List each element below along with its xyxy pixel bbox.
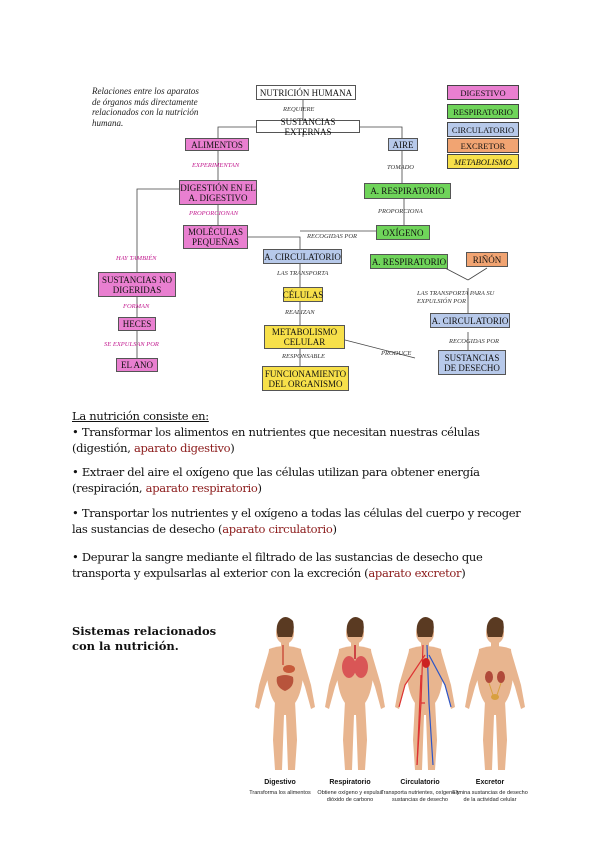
- label-forman: FORMAN: [123, 303, 149, 310]
- box-metabolismo: METABOLISMO CELULAR: [264, 325, 345, 349]
- legend-circulatorio: CIRCULATORIO: [447, 122, 519, 137]
- box-a-circulatorio: A. CIRCULATORIO: [263, 249, 342, 264]
- item4-highlight: aparato excretor: [368, 566, 461, 580]
- diagram-intro: Relaciones entre los aparatos de órganos…: [92, 86, 202, 128]
- item3-close: ): [333, 522, 337, 536]
- item-circulacion: • Transportar los nutrientes y el oxígen…: [72, 505, 532, 537]
- box-oxigeno: OXÍGENO: [376, 225, 430, 240]
- box-ano: EL ANO: [116, 358, 158, 372]
- box-sustancias-no-digeridas: SUSTANCIAS NO DIGERIDAS: [98, 272, 176, 297]
- box-funcionamiento: FUNCIONAMIENTO DEL ORGANISMO: [262, 366, 349, 391]
- box-moleculas: MOLÉCULAS PEQUEÑAS: [183, 225, 248, 249]
- figure-circulatorio: [395, 617, 455, 770]
- item1-close: ): [230, 441, 234, 455]
- box-a-respiratorio: A. RESPIRATORIO: [364, 183, 451, 199]
- figure-desc-respiratorio: Obtiene oxígeno y expulsa dióxido de car…: [310, 790, 390, 803]
- nutrition-heading: La nutrición consiste en:: [72, 408, 532, 424]
- box-nutricion-humana: NUTRICIÓN HUMANA: [256, 85, 356, 100]
- box-sustancias-desecho: SUSTANCIAS DE DESECHO: [438, 350, 506, 375]
- label-tomado: TOMADO: [387, 164, 414, 171]
- figure-label-circulatorio: Circulatorio: [380, 779, 460, 786]
- box-heces: HECES: [118, 317, 156, 331]
- item1-highlight: aparato digestivo: [134, 441, 230, 455]
- legend-metabolismo: METABOLISMO: [447, 154, 519, 169]
- box-alimentos: ALIMENTOS: [185, 138, 249, 151]
- human-figures-illustration: [250, 610, 530, 770]
- label-realizan: REALIZAN: [285, 309, 315, 316]
- label-proporcionan: PROPORCIONAN: [189, 210, 238, 217]
- box-rinon: RIÑÓN: [466, 252, 508, 267]
- figure-excretor: [465, 617, 525, 770]
- figure-desc-circulatorio: Transporta nutrientes, oxígeno y sustanc…: [380, 790, 460, 803]
- label-proporciona: PROPORCIONA: [378, 208, 423, 215]
- nutrition-heading-text: La nutrición consiste en:: [72, 409, 209, 423]
- label-responsable: RESPONSABLE: [282, 353, 325, 360]
- label-se-expulsan-por: SE EXPULSAN POR: [104, 341, 159, 348]
- legend-digestivo: DIGESTIVO: [447, 85, 519, 100]
- box-a-circulatorio-2: A. CIRCULATORIO: [430, 313, 510, 328]
- label-experimentan: EXPERIMENTAN: [192, 162, 239, 169]
- figure-label-digestivo: Digestivo: [240, 779, 320, 786]
- figure-label-excretor: Excretor: [450, 779, 530, 786]
- item4-close: ): [461, 566, 465, 580]
- box-a-respiratorio-2: A. RESPIRATORIO: [370, 254, 448, 269]
- item-digestion: • Transformar los alimentos en nutriente…: [72, 424, 532, 456]
- label-las-transporta: LAS TRANSPORTA: [277, 270, 328, 277]
- figure-desc-digestivo: Transforma los alimentos: [240, 790, 320, 797]
- label-produce: PRODUCE: [381, 350, 411, 357]
- label-requiere: REQUIERE: [283, 106, 314, 113]
- item2-text: • Extraer del aire el oxígeno que las cé…: [72, 465, 480, 495]
- label-recogidas-por: RECOGIDAS POR: [307, 233, 357, 240]
- box-celulas: CÉLULAS: [283, 287, 323, 302]
- box-aire: AIRE: [388, 138, 418, 151]
- legend-respiratorio: RESPIRATORIO: [447, 104, 519, 119]
- label-las-transporta-expulsion: LAS TRANSPORTA PARA SU EXPULSIÓN POR: [417, 290, 517, 306]
- figure-label-respiratorio: Respiratorio: [310, 779, 390, 786]
- label-recogidas-por-2: RECOGIDAS POR: [449, 338, 499, 345]
- systems-heading: Sistemas relacionados con la nutrición.: [72, 624, 242, 654]
- item2-highlight: aparato respiratorio: [146, 481, 258, 495]
- figure-digestivo: [255, 617, 315, 770]
- box-digestion: DIGESTIÓN EN EL A. DIGESTIVO: [179, 180, 257, 205]
- item2-close: ): [258, 481, 262, 495]
- legend-excretor: EXCRETOR: [447, 138, 519, 153]
- figure-respiratorio: [325, 617, 385, 770]
- item3-highlight: aparato circulatorio: [222, 522, 332, 536]
- item-respiracion: • Extraer del aire el oxígeno que las cé…: [72, 464, 532, 496]
- label-hay-tambien: HAY TAMBIÉN: [116, 255, 157, 262]
- item-excrecion: • Depurar la sangre mediante el filtrado…: [72, 549, 532, 581]
- figure-desc-excretor: Elimina sustancias de desecho de la acti…: [450, 790, 530, 803]
- box-sustancias-externas: SUSTANCIAS EXTERNAS: [256, 120, 360, 133]
